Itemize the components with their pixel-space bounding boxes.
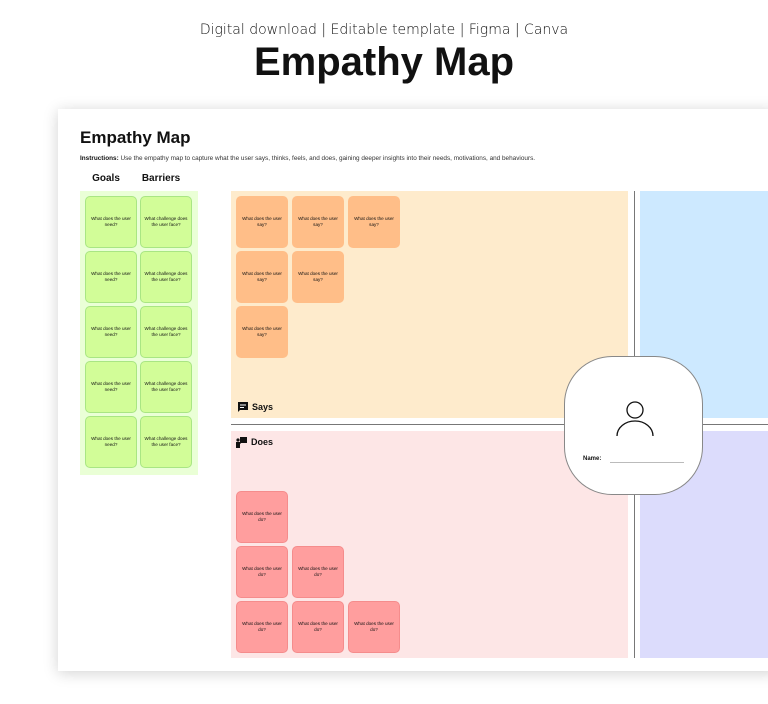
barrier-sticky-note[interactable]: What challenge does the user face? [140, 306, 192, 358]
banner-title: Empathy Map [253, 40, 515, 84]
goal-sticky-note[interactable]: What does the user need? [85, 416, 137, 468]
does-sticky-note[interactable]: What does the user do? [292, 546, 344, 598]
banner-subtitle: Digital download | Editable template | F… [199, 22, 569, 38]
map-title: Empathy Map [80, 128, 191, 147]
goal-sticky-note[interactable]: What does the user need? [85, 361, 137, 413]
goals-header: Goals [92, 173, 120, 184]
does-sticky-note[interactable]: What does the user do? [292, 601, 344, 653]
name-field[interactable] [610, 462, 684, 463]
says-sticky-note[interactable]: What does the user say? [292, 196, 344, 248]
persona-card: Name: [564, 356, 703, 495]
barrier-sticky-note[interactable]: What challenge does the user face? [140, 251, 192, 303]
says-sticky-note[interactable]: What does the user say? [236, 251, 288, 303]
goal-sticky-note[interactable]: What does the user need? [85, 306, 137, 358]
says-label: Says [237, 401, 273, 413]
says-sticky-note[interactable]: What does the user say? [292, 251, 344, 303]
instructions-text: Use the empathy map to capture what the … [118, 155, 536, 162]
barrier-sticky-note[interactable]: What challenge does the user face? [140, 196, 192, 248]
says-sticky-note[interactable]: What does the user say? [236, 306, 288, 358]
says-sticky-note[interactable]: What does the user say? [348, 196, 400, 248]
instructions-label: Instructions: [80, 155, 119, 162]
horizontal-axis [231, 424, 768, 425]
goal-sticky-note[interactable]: What does the user need? [85, 196, 137, 248]
does-label-text: Does [251, 437, 274, 447]
speech-bubble-icon [238, 402, 248, 412]
says-label-text: Says [252, 402, 274, 412]
does-sticky-note[interactable]: What does the user do? [236, 546, 288, 598]
says-sticky-note[interactable]: What does the user say? [236, 196, 288, 248]
does-sticky-note[interactable]: What does the user do? [236, 491, 288, 543]
name-label: Name: [583, 456, 602, 462]
goal-sticky-note[interactable]: What does the user need? [85, 251, 137, 303]
does-sticky-note[interactable]: What does the user do? [348, 601, 400, 653]
barrier-sticky-note[interactable]: What challenge does the user face? [140, 361, 192, 413]
user-avatar-icon [616, 401, 654, 437]
barrier-sticky-note[interactable]: What challenge does the user face? [140, 416, 192, 468]
presentation-person-icon [236, 437, 247, 448]
does-sticky-note[interactable]: What does the user do? [236, 601, 288, 653]
instructions: Instructions: Use the empathy map to cap… [80, 155, 535, 162]
barriers-header: Barriers [141, 173, 181, 184]
does-label: Does [235, 436, 273, 448]
